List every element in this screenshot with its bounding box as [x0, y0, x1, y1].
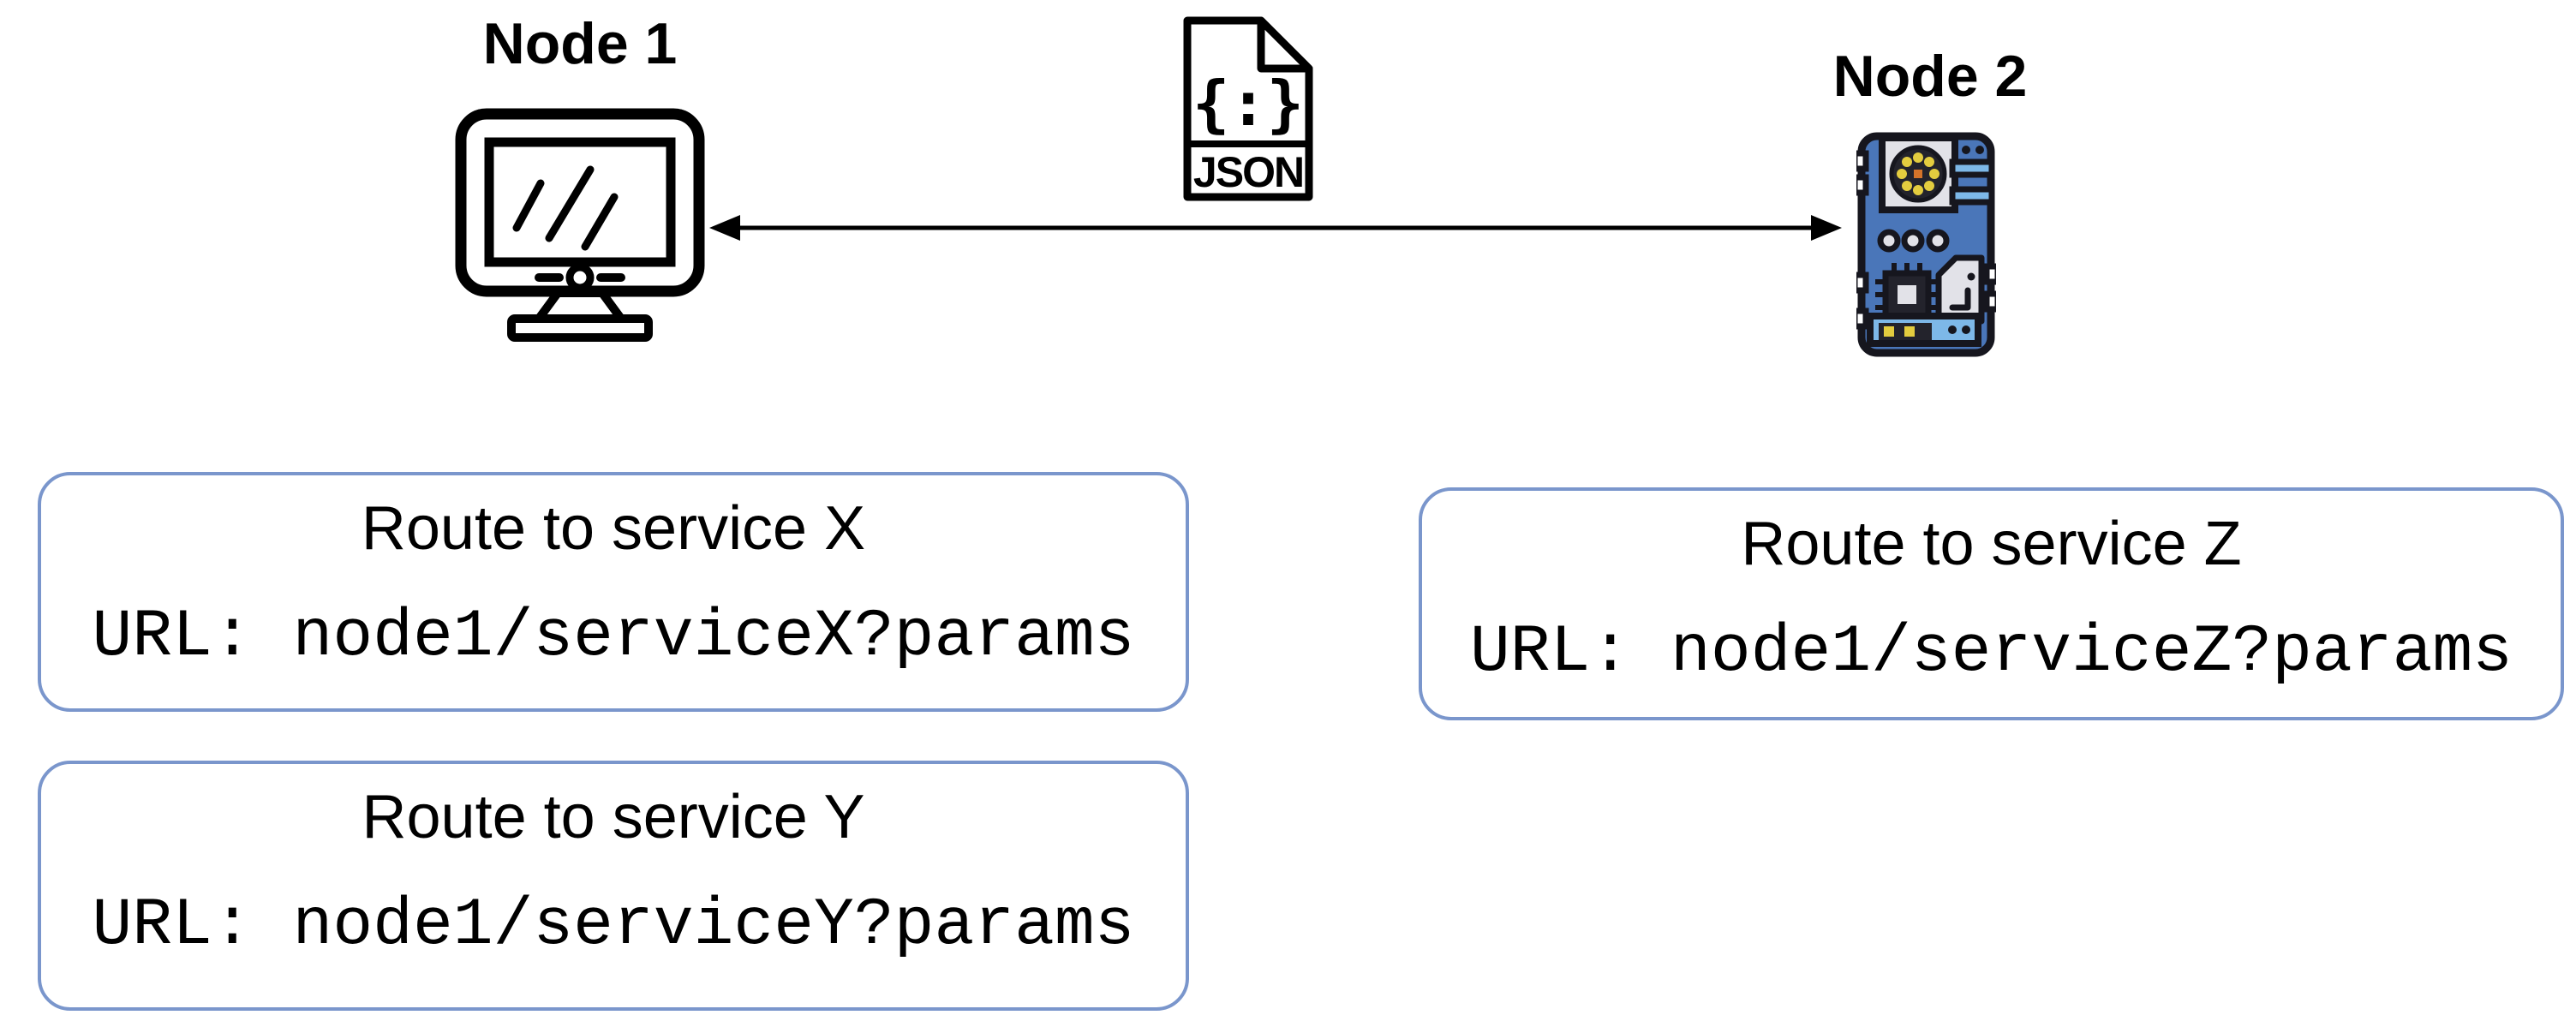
- circuit-board-icon: [1856, 132, 1996, 357]
- url-value: node1/serviceZ?params: [1671, 614, 2513, 690]
- url-value: node1/serviceY?params: [292, 887, 1135, 964]
- url-label: URL:: [92, 599, 253, 675]
- route-box-service-y: Route to service Y URL: node1/serviceY?p…: [38, 761, 1189, 1011]
- route-title: Route to service X: [361, 494, 866, 563]
- node1-label: Node 1: [482, 11, 678, 76]
- url-value: node1/serviceX?params: [292, 599, 1135, 675]
- json-file-icon: {:} JSON: [1183, 16, 1313, 201]
- route-url: URL: node1/serviceX?params: [92, 599, 1135, 675]
- route-url: URL: node1/serviceZ?params: [1469, 614, 2513, 690]
- route-box-service-z: Route to service Z URL: node1/serviceZ?p…: [1419, 487, 2564, 720]
- route-title: Route to service Y: [362, 783, 865, 851]
- route-url: URL: node1/serviceY?params: [92, 887, 1135, 964]
- json-file-label: JSON: [1193, 148, 1303, 196]
- url-label: URL:: [1469, 614, 1631, 690]
- node2-label: Node 2: [1832, 44, 2028, 109]
- url-label: URL:: [92, 887, 253, 964]
- json-braces-symbol: {:}: [1192, 68, 1304, 140]
- bidirectional-arrow: [709, 215, 1842, 241]
- monitor-icon: [455, 108, 705, 342]
- route-box-service-x: Route to service X URL: node1/serviceX?p…: [38, 472, 1189, 712]
- route-title: Route to service Z: [1741, 510, 2242, 578]
